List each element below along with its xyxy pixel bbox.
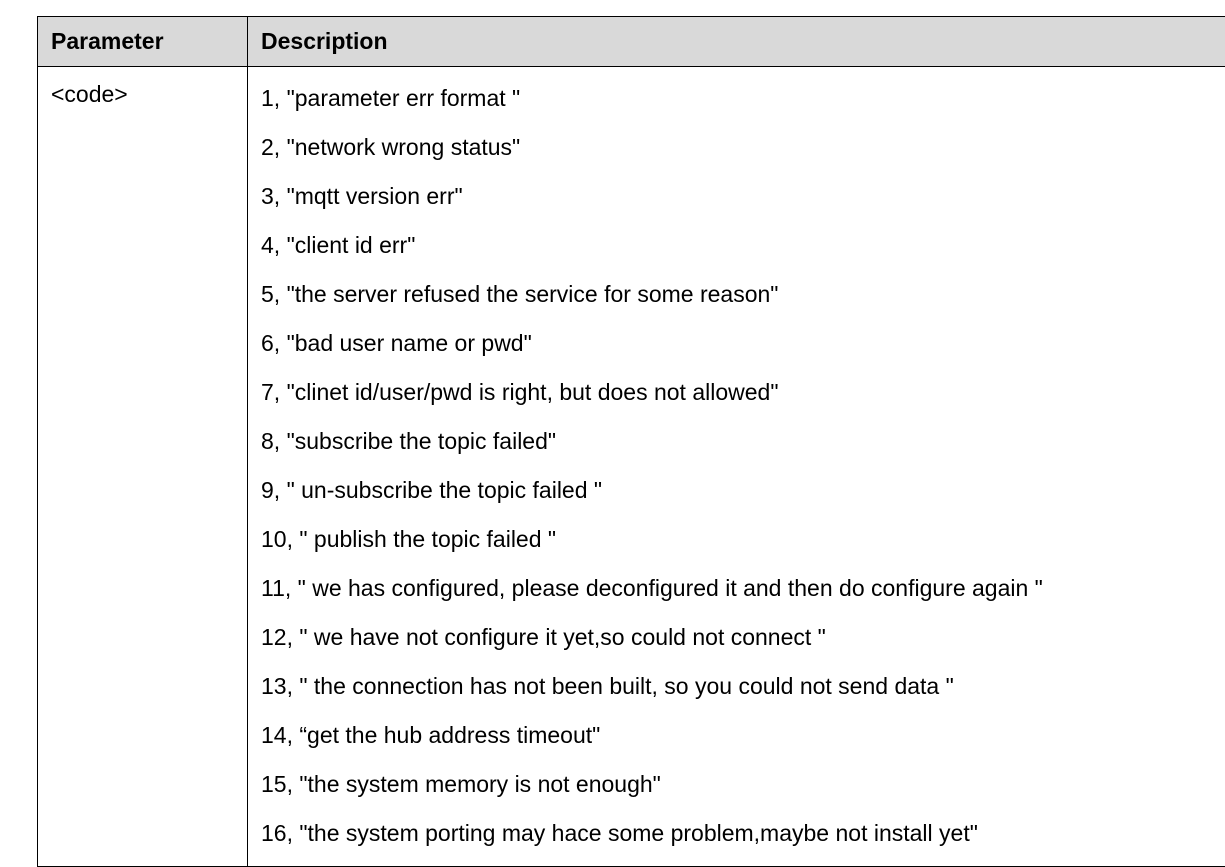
table-row: <code> 1, "parameter err format " 2, "ne…	[38, 67, 1225, 867]
description-line: 6, "bad user name or pwd"	[261, 327, 1225, 376]
description-line: 13, " the connection has not been built,…	[261, 670, 1225, 719]
header-parameter: Parameter	[38, 17, 248, 67]
description-line: 9, " un-subscribe the topic failed "	[261, 474, 1225, 523]
parameter-table: Parameter Description <code> 1, "paramet…	[37, 16, 1225, 867]
description-line: 8, "subscribe the topic failed"	[261, 425, 1225, 474]
description-line: 3, "mqtt version err"	[261, 180, 1225, 229]
description-line: 7, "clinet id/user/pwd is right, but doe…	[261, 376, 1225, 425]
description-line: 4, "client id err"	[261, 229, 1225, 278]
header-description: Description	[248, 17, 1225, 67]
description-line: 2, "network wrong status"	[261, 131, 1225, 180]
parameter-cell: <code>	[38, 67, 248, 867]
table-header-row: Parameter Description	[38, 17, 1225, 67]
description-cell: 1, "parameter err format " 2, "network w…	[248, 67, 1225, 867]
description-line: 1, "parameter err format "	[261, 82, 1225, 131]
description-line: 11, " we has configured, please deconfig…	[261, 572, 1225, 621]
description-line: 15, "the system memory is not enough"	[261, 768, 1225, 817]
description-line: 5, "the server refused the service for s…	[261, 278, 1225, 327]
description-line: 10, " publish the topic failed "	[261, 523, 1225, 572]
description-line: 16, "the system porting may hace some pr…	[261, 817, 1225, 866]
description-line: 12, " we have not configure it yet,so co…	[261, 621, 1225, 670]
description-line: 14, “get the hub address timeout"	[261, 719, 1225, 768]
